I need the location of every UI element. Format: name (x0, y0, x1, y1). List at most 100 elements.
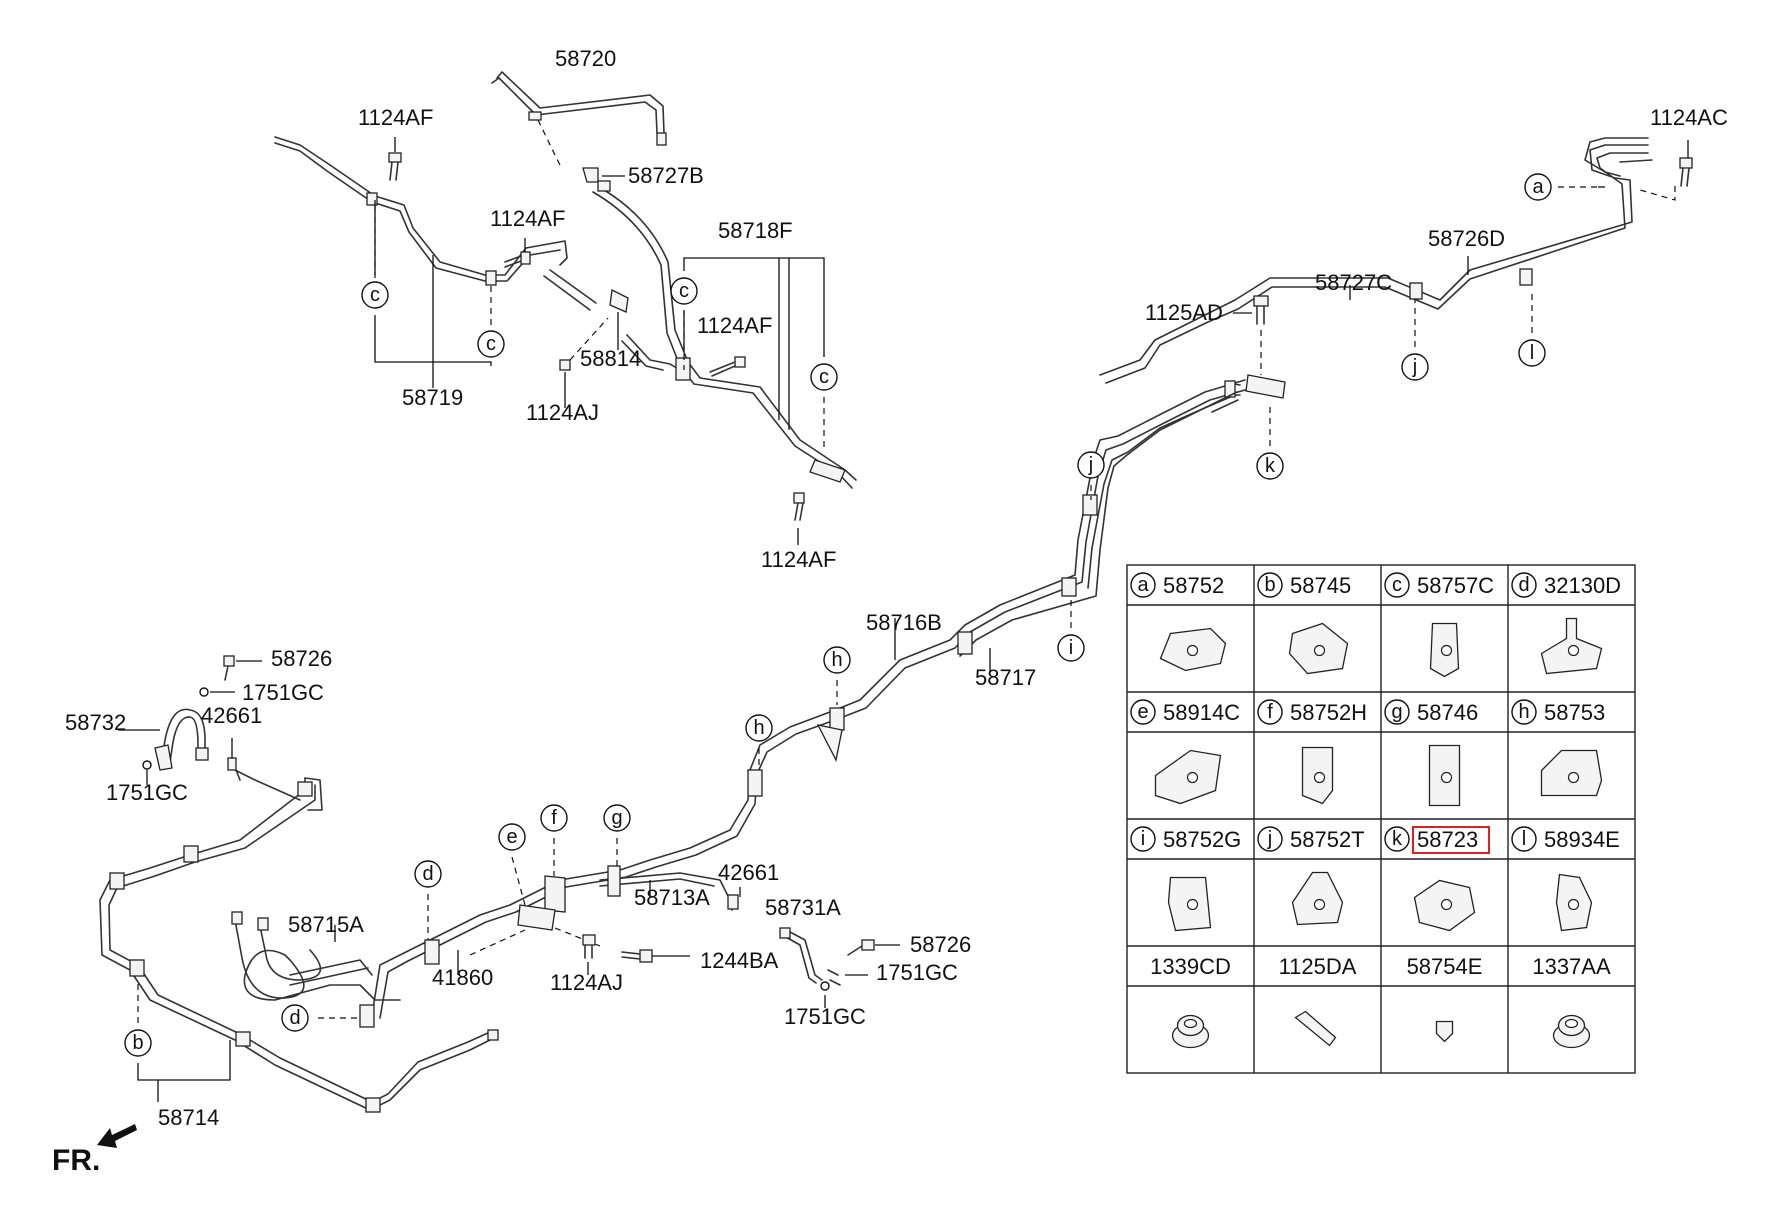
clip (297, 781, 313, 797)
fitting (231, 911, 243, 925)
clip-j (1409, 282, 1423, 300)
part-label-42661: 42661 (201, 703, 262, 728)
legend-part-drawing (1291, 871, 1344, 926)
callout-letter: j (1412, 356, 1417, 378)
legend-key: i (1141, 828, 1145, 850)
bolt-1125AD (1253, 295, 1269, 325)
legend-key: c (1392, 574, 1402, 596)
callout-d: d (414, 860, 442, 888)
legend-key: d (1518, 574, 1529, 596)
junction-block (1245, 374, 1286, 399)
part-label-1124af: 1124AF (761, 547, 836, 572)
callout-letter: h (753, 717, 764, 739)
legend-part-number: 32130D (1544, 573, 1621, 598)
part-label-1124af: 1124AF (697, 313, 772, 338)
callout-l: l (1518, 339, 1546, 367)
part-label-1244ba: 1244BA (700, 948, 779, 973)
legend-key: h (1518, 701, 1529, 723)
pipe-58718F (592, 186, 857, 489)
legend-part-drawing (1555, 873, 1593, 932)
clip-h1-tab (816, 724, 843, 762)
legend-part-number: 1125DA (1279, 954, 1357, 979)
clip (365, 1097, 381, 1113)
hose-fitting (154, 744, 173, 771)
junction-e (517, 904, 556, 931)
part-label-58732: 58732 (65, 710, 126, 735)
part-label-1751gc: 1751GC (784, 1004, 866, 1029)
clip (485, 270, 497, 286)
legend-part-number: 58914C (1163, 700, 1240, 725)
callout-h: h (823, 646, 851, 674)
clip (109, 872, 125, 890)
part-label-58715a: 58715A (288, 912, 364, 937)
legend-key: f (1267, 701, 1273, 723)
callout-letter: c (486, 333, 496, 355)
callout-letter: c (819, 366, 829, 388)
clip-j2 (1082, 494, 1098, 516)
legend-part-number: 58752G (1163, 827, 1241, 852)
callout-j: j (1401, 353, 1429, 381)
callout-b: b (124, 1029, 152, 1057)
legend-part-drawing (1154, 749, 1222, 805)
part-label-58717: 58717 (975, 665, 1036, 690)
part-label-1125ad: 1125AD (1145, 300, 1223, 325)
part-label-58727c: 58727C (1315, 270, 1392, 295)
clip-l (1519, 268, 1533, 286)
legend-key: j (1267, 828, 1272, 850)
clip (183, 845, 199, 863)
part-label-58731a: 58731A (765, 895, 841, 920)
part-label-1124ac: 1124AC (1650, 105, 1728, 130)
legend-part-number: 58745 (1290, 573, 1351, 598)
hose-fitting (195, 747, 209, 761)
legend-bottom-1125da: 1125DA (1279, 954, 1357, 1047)
connector-42661 (227, 757, 237, 771)
part-label-58814: 58814 (580, 346, 641, 371)
fitting (779, 927, 791, 939)
part-label-58726d: 58726D (1428, 226, 1505, 251)
part-label-58716b: 58716B (866, 610, 942, 635)
fitting (257, 917, 269, 931)
callout-letter: b (132, 1032, 143, 1054)
bolt-1124AF-3 (709, 356, 746, 377)
legend-part-number: 1337AA (1532, 954, 1611, 979)
callout-c: c (361, 281, 389, 309)
part-label-58726: 58726 (271, 646, 332, 671)
legend-part-number: 58754E (1407, 954, 1483, 979)
bolt-1124AJ-1 (559, 317, 609, 371)
clip-f (544, 875, 566, 913)
clip-d (359, 1004, 375, 1028)
junction-58814 (609, 289, 629, 313)
callout-letter: f (551, 807, 557, 829)
legend-part-number: 58723 (1417, 827, 1478, 852)
legend-cell-f: f 58752H (1257, 699, 1367, 805)
legend-part-drawing (1167, 876, 1212, 932)
part-label-1124aj: 1124AJ (526, 400, 599, 425)
callout-e: e (498, 823, 526, 851)
legend-cell-i: i 58752G (1130, 826, 1241, 932)
legend-part-number: 58752 (1163, 573, 1224, 598)
front-direction-indicator: FR. (52, 1124, 137, 1177)
callout-letter: a (1532, 176, 1544, 198)
part-label-58727b: 58727B (628, 163, 704, 188)
callout-d: d (281, 1004, 309, 1032)
callout-i: i (1057, 634, 1085, 662)
legend-cell-d: d 32130D (1511, 572, 1621, 675)
clip-b (129, 959, 145, 977)
part-label-58719: 58719 (402, 385, 463, 410)
part-label-58718f: 58718F (718, 218, 793, 243)
highlight-box (1412, 826, 1490, 854)
hose-58731A (783, 931, 823, 984)
part-label-1751gc: 1751GC (876, 960, 958, 985)
callout-letter: h (831, 649, 842, 671)
callout-letter: c (370, 284, 380, 306)
pipe-58726D (1099, 144, 1649, 384)
callout-h: h (745, 714, 773, 742)
callout-g: g (603, 804, 631, 832)
pipe-58715A (234, 919, 401, 1001)
fitting (1224, 380, 1236, 398)
legend-part-number: 58752H (1290, 700, 1367, 725)
